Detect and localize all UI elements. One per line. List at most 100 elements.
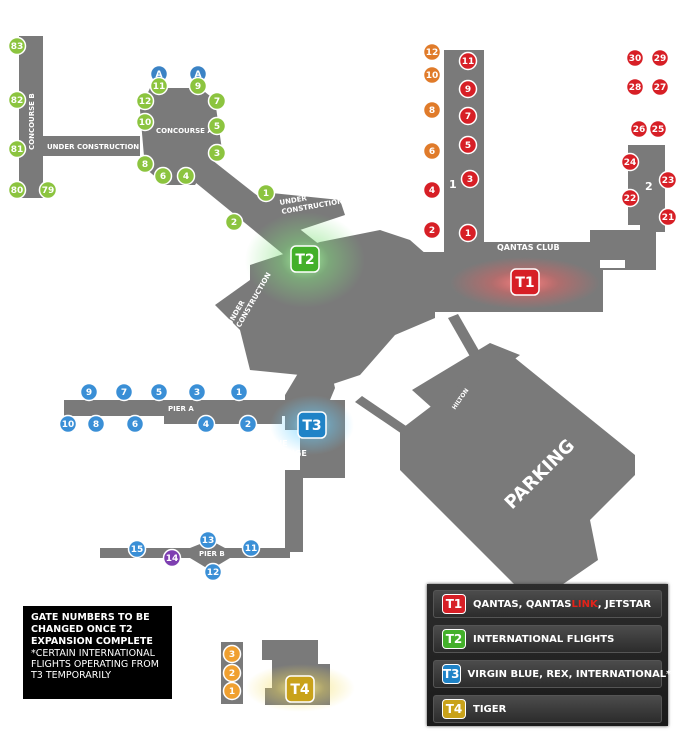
- gate-concourse-a-2[interactable]: 2: [224, 212, 244, 232]
- gate-concourse-a-4[interactable]: 4: [176, 166, 196, 186]
- note-small-text: *CERTAIN INTERNATIONAL FLIGHTS OPERATING…: [31, 648, 159, 681]
- gate-t1-pier1-10[interactable]: 10: [422, 65, 442, 85]
- legend-text-t4: TIGER: [473, 703, 507, 715]
- gate-number: 3: [194, 388, 200, 398]
- gate-concourse-b-79[interactable]: 79: [38, 180, 58, 200]
- t1-badge-text: T1: [515, 275, 534, 291]
- gate-concourse-a-6[interactable]: 6: [153, 166, 173, 186]
- gate-pier-a-7[interactable]: 7: [114, 382, 134, 402]
- gate-t1-pier2-23[interactable]: 23: [658, 170, 678, 190]
- gate-t1-pier1-2[interactable]: 2: [422, 220, 442, 240]
- gate-pier-b-12[interactable]: 12: [203, 562, 223, 582]
- gate-pier-a-3[interactable]: 3: [187, 382, 207, 402]
- gate-pier-a-8[interactable]: 8: [86, 414, 106, 434]
- gate-t1-pier2-30[interactable]: 30: [625, 48, 645, 68]
- gate-t1-pier2-21[interactable]: 21: [658, 207, 678, 227]
- gate-t1-pier1-9[interactable]: 9: [458, 79, 478, 99]
- gate-pier-b-13[interactable]: 13: [198, 530, 218, 550]
- gate-t1-pier2-27[interactable]: 27: [650, 77, 670, 97]
- gate-pier-a-6[interactable]: 6: [125, 414, 145, 434]
- gate-t1-pier1-4[interactable]: 4: [422, 180, 442, 200]
- legend-row-t1[interactable]: T1 QANTAS, QANTASLINK, JETSTAR: [433, 590, 662, 618]
- legend-badge-t3: T3: [442, 664, 461, 684]
- gate-marker-circle: [458, 135, 478, 155]
- pier1-number: 1: [449, 178, 457, 191]
- gate-number: 10: [139, 118, 152, 128]
- gate-t1-pier1-3[interactable]: 3: [460, 169, 480, 189]
- gate-t4-2[interactable]: 2: [222, 663, 242, 683]
- gate-pier-a-4[interactable]: 4: [196, 414, 216, 434]
- gate-concourse-b-81[interactable]: 81: [7, 139, 27, 159]
- concourse-b-building: [19, 36, 43, 198]
- gate-t1-pier1-1[interactable]: 1: [458, 223, 478, 243]
- gate-number: 4: [203, 420, 209, 430]
- gate-marker-circle: [620, 188, 640, 208]
- gate-number: 7: [121, 388, 127, 398]
- t3-badge[interactable]: T3: [297, 411, 327, 439]
- gate-concourse-a-1[interactable]: 1: [256, 183, 276, 203]
- gate-marker-circle: [625, 48, 645, 68]
- gate-t1-pier2-26[interactable]: 26: [629, 119, 649, 139]
- gate-concourse-a-5[interactable]: 5: [207, 116, 227, 136]
- legend-row-t2[interactable]: T2 INTERNATIONAL FLIGHTS: [433, 625, 662, 653]
- gate-number: 23: [662, 176, 675, 186]
- gate-t1-pier2-24[interactable]: 24: [620, 152, 640, 172]
- gate-concourse-a-3[interactable]: 3: [207, 143, 227, 163]
- gate-number: 4: [183, 172, 189, 182]
- gate-number: 1: [236, 388, 242, 398]
- gate-concourse-b-82[interactable]: 82: [7, 90, 27, 110]
- gate-concourse-a-7[interactable]: 7: [207, 91, 227, 111]
- gate-marker-circle: [187, 382, 207, 402]
- gate-concourse-a-8[interactable]: 8: [135, 154, 155, 174]
- gate-pier-a-5[interactable]: 5: [149, 382, 169, 402]
- gate-marker-circle: [162, 548, 182, 568]
- t1-badge[interactable]: T1: [510, 268, 540, 296]
- gate-number: 3: [467, 175, 473, 185]
- gate-marker-circle: [7, 36, 27, 56]
- t4-badge[interactable]: T4: [285, 675, 315, 703]
- gate-number: 7: [465, 112, 471, 122]
- gate-pier-a-2[interactable]: 2: [238, 414, 258, 434]
- t4-badge-text: T4: [290, 682, 310, 698]
- gate-concourse-a-10[interactable]: 10: [135, 112, 155, 132]
- gate-pier-b-15[interactable]: 15: [127, 539, 147, 559]
- gate-marker-circle: [198, 530, 218, 550]
- gate-t4-1[interactable]: 1: [222, 681, 242, 701]
- gate-concourse-b-80[interactable]: 80: [7, 180, 27, 200]
- legend-badge-t2: T2: [442, 629, 466, 649]
- gate-number: 80: [11, 186, 24, 196]
- concourse-a-label: CONCOURSE A: [156, 127, 213, 135]
- t2-badge[interactable]: T2: [290, 245, 320, 273]
- gate-number: 30: [629, 54, 642, 64]
- gate-number: 22: [624, 194, 637, 204]
- gate-number: 2: [231, 218, 237, 228]
- gate-t1-pier1-7[interactable]: 7: [458, 106, 478, 126]
- gate-t1-pier1-8[interactable]: 8: [422, 100, 442, 120]
- gate-concourse-a-11[interactable]: 11: [149, 76, 169, 96]
- gate-t1-pier1-5[interactable]: 5: [458, 135, 478, 155]
- t3-badge-text: T3: [302, 418, 321, 434]
- gate-t1-pier2-25[interactable]: 25: [648, 119, 668, 139]
- gate-concourse-a-12[interactable]: 12: [135, 91, 155, 111]
- legend-row-t4[interactable]: T4 TIGER: [433, 695, 662, 723]
- gate-marker-circle: [207, 91, 227, 111]
- gate-t1-pier1-12[interactable]: 12: [422, 42, 442, 62]
- gate-number: 82: [11, 96, 24, 106]
- gate-pier-a-10[interactable]: 10: [58, 414, 78, 434]
- gate-t1-pier1-6[interactable]: 6: [422, 141, 442, 161]
- gate-pier-b-11[interactable]: 11: [241, 538, 261, 558]
- gate-pier-a-9[interactable]: 9: [79, 382, 99, 402]
- t1-pier2-link: [590, 230, 656, 260]
- gate-marker-circle: [422, 141, 442, 161]
- gate-number: 9: [195, 82, 201, 92]
- gate-pier-a-1[interactable]: 1: [229, 382, 249, 402]
- gate-t1-pier2-29[interactable]: 29: [650, 48, 670, 68]
- gate-t1-pier2-22[interactable]: 22: [620, 188, 640, 208]
- gate-concourse-a-9[interactable]: 9: [188, 76, 208, 96]
- gate-t4-3[interactable]: 3: [222, 644, 242, 664]
- gate-concourse-b-83[interactable]: 83: [7, 36, 27, 56]
- gate-t1-pier2-28[interactable]: 28: [625, 77, 645, 97]
- gate-t1-pier1-11[interactable]: 11: [458, 51, 478, 71]
- gate-pier-b-14[interactable]: 14: [162, 548, 182, 568]
- legend-row-t3[interactable]: T3 VIRGIN BLUE, REX, INTERNATIONAL*: [433, 660, 671, 688]
